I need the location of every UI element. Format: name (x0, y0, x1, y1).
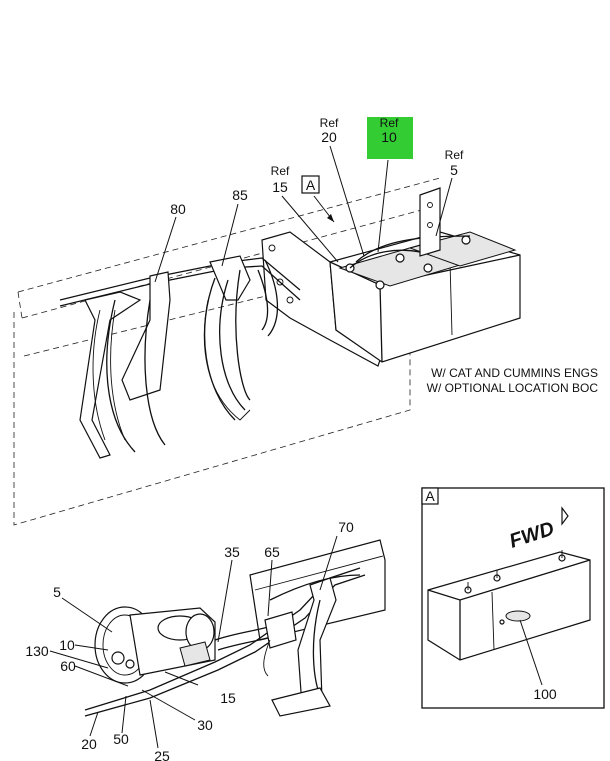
note-line-2: W/ OPTIONAL LOCATION BOC (427, 381, 599, 395)
callout-100: 100 (533, 686, 557, 702)
callout-ref5-ref: Ref (445, 148, 464, 162)
callout-ref5-num: 5 (450, 162, 458, 178)
view-marker-a: A (301, 175, 320, 194)
callouts-top: Ref 20 Ref 10 Ref 5 Ref 15 80 85 (170, 116, 464, 217)
callout-ref15-num: 15 (272, 179, 288, 195)
callout-35: 35 (224, 544, 240, 560)
callout-ref20-ref: Ref (320, 116, 339, 130)
ref10-highlight (367, 117, 413, 159)
callout-ref15-ref: Ref (271, 164, 290, 178)
callout-ref20-num: 20 (321, 129, 337, 145)
callouts-bottom: 35 65 70 5 10 130 60 15 30 20 50 25 (25, 519, 354, 761)
callout-70: 70 (338, 519, 354, 535)
inset-view-a: A FWD 100 (421, 487, 605, 709)
callout-30: 30 (197, 717, 213, 733)
callout-ref10-num: 10 (381, 129, 397, 145)
battery-box (261, 187, 521, 367)
view-marker-label: A (306, 177, 316, 193)
callout-5: 5 (53, 584, 61, 600)
callout-80: 80 (170, 201, 186, 217)
cable-harness-top (59, 255, 301, 459)
fwd-label: FWD (507, 518, 557, 553)
callout-65: 65 (264, 544, 280, 560)
starter-motor (94, 606, 216, 684)
callout-130: 130 (25, 643, 49, 659)
callout-20: 20 (81, 736, 97, 752)
callout-60: 60 (60, 658, 76, 674)
callout-15: 15 (220, 690, 236, 706)
note-line-1: W/ CAT AND CUMMINS ENGS (431, 366, 598, 380)
callout-25: 25 (154, 748, 170, 761)
callout-leaders-top (154, 145, 453, 283)
callout-ref10-ref: Ref (380, 116, 399, 130)
cable-harness-bottom (84, 567, 366, 717)
callout-leaders-bottom (49, 535, 338, 749)
fwd-arrow-icon (561, 506, 569, 526)
callout-50: 50 (113, 731, 129, 747)
callout-85: 85 (232, 187, 248, 203)
callout-10: 10 (59, 637, 75, 653)
inset-marker-label: A (425, 488, 435, 504)
